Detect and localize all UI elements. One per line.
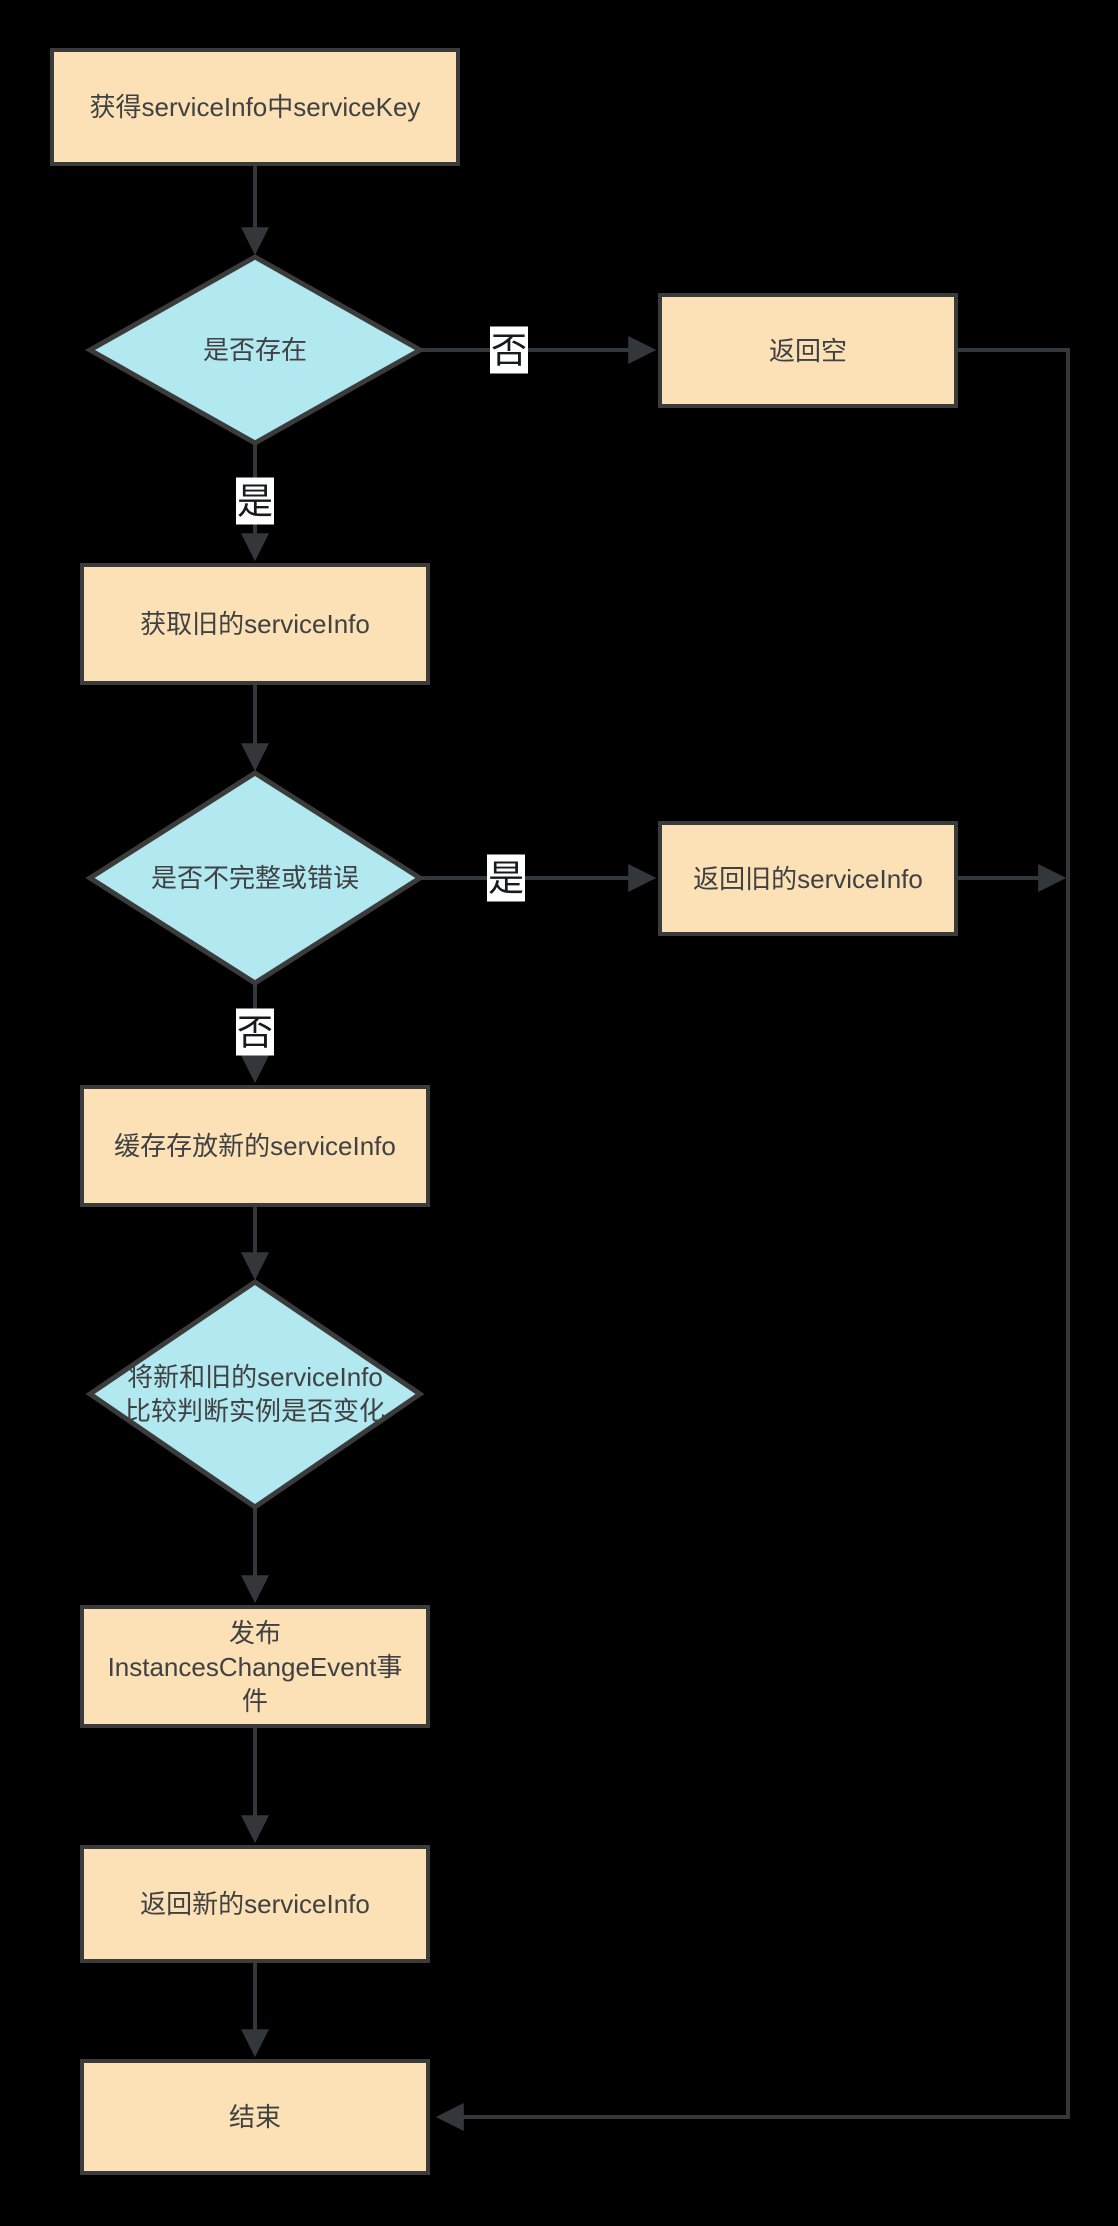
edge-label-incomplete-yes: 是 [486, 854, 526, 902]
node-get-old-label: 获取旧的serviceInfo [140, 609, 370, 639]
node-publish-label: 发布InstancesChangeEvent事件 [107, 1617, 403, 1716]
node-return-new-label: 返回新的serviceInfo [140, 1889, 370, 1919]
decision-incomplete-shape [85, 770, 425, 986]
edge-label-exists-yes: 是 [235, 477, 275, 525]
node-cache-new: 缓存存放新的serviceInfo [80, 1085, 430, 1207]
decision-compare-label: 将新和旧的serviceInfo比较判断实例是否变化 [124, 1362, 385, 1426]
node-start: 获得serviceInfo中serviceKey [50, 48, 460, 166]
node-publish: 发布InstancesChangeEvent事件 [80, 1605, 430, 1728]
node-cache-new-label: 缓存存放新的serviceInfo [114, 1131, 396, 1161]
node-return-old-label: 返回旧的serviceInfo [693, 863, 923, 894]
node-return-old: 返回旧的serviceInfo [658, 821, 958, 936]
node-start-label: 获得serviceInfo中serviceKey [89, 92, 421, 122]
node-return-empty-label: 返回空 [768, 335, 847, 366]
node-get-old: 获取旧的serviceInfo [80, 563, 430, 685]
node-end-label: 结束 [228, 2102, 281, 2132]
node-return-empty: 返回空 [658, 293, 958, 408]
edge-label-incomplete-no: 否 [235, 1008, 275, 1056]
decision-exists-label: 是否存在 [202, 335, 307, 365]
edge-return-empty-end [435, 348, 1070, 2131]
node-return-new: 返回新的serviceInfo [80, 1845, 430, 1963]
decision-exists-shape [84, 254, 426, 446]
node-end: 结束 [80, 2059, 430, 2175]
edge-label-exists-no: 否 [489, 326, 529, 374]
decision-compare-shape [85, 1278, 425, 1511]
decision-incomplete-label: 是否不完整或错误 [150, 863, 359, 893]
